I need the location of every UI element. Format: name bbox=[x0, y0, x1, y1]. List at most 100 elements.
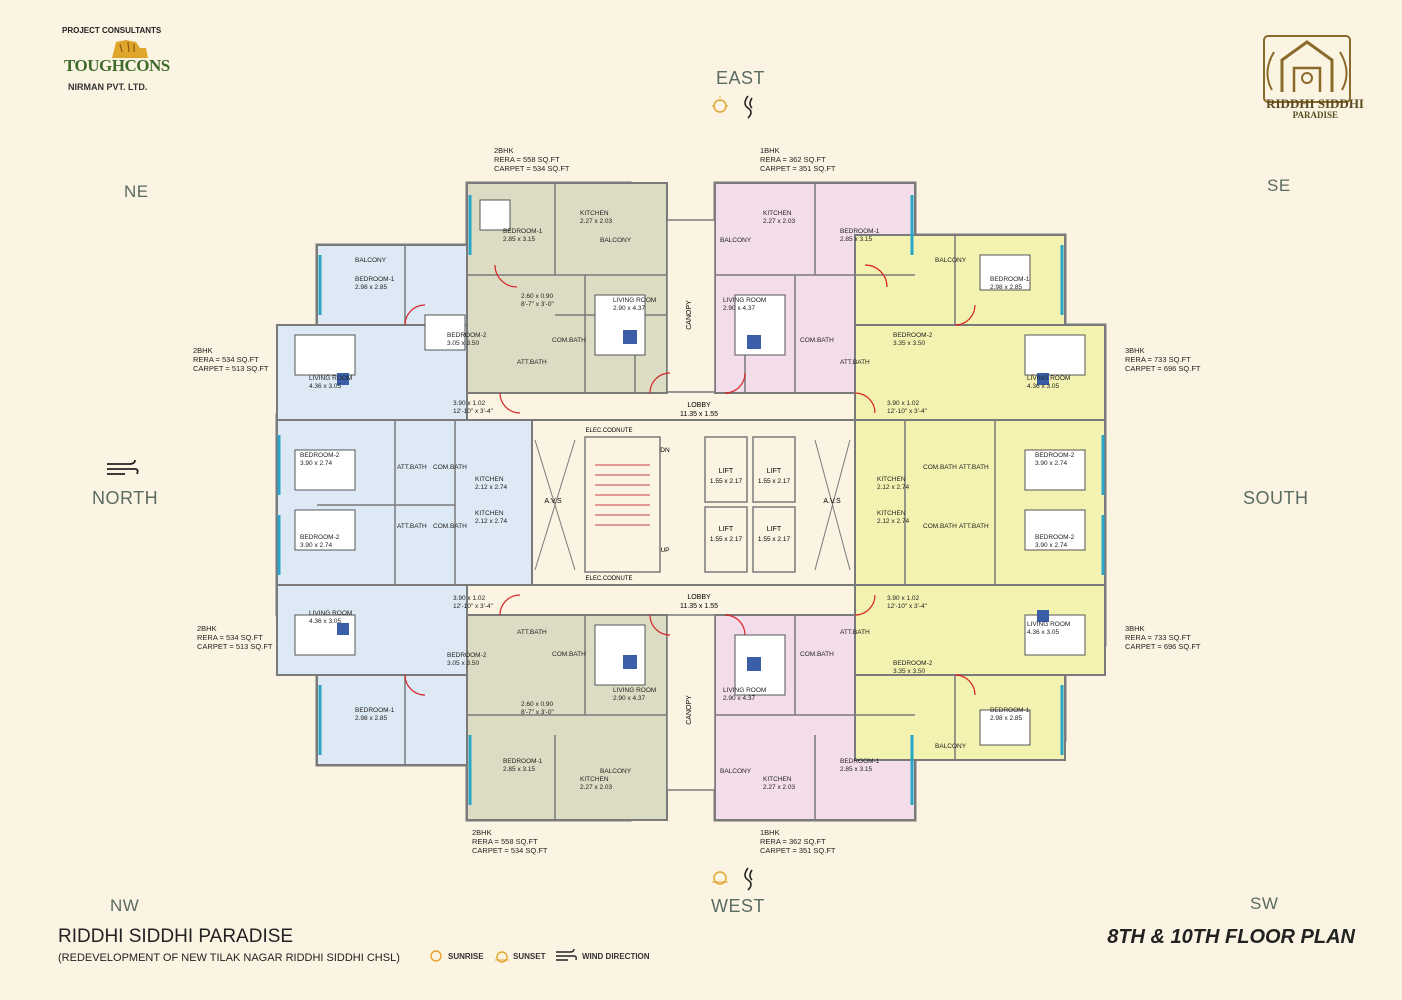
wind-direction-icon bbox=[107, 459, 139, 475]
sunset-icon bbox=[712, 867, 753, 891]
canopy-top-label: CANOPY bbox=[686, 300, 693, 330]
room-combath-bl: COM.BATH bbox=[552, 651, 586, 658]
brand-line2: PARADISE bbox=[1292, 110, 1338, 120]
room-combath-tr: COM.BATH bbox=[800, 337, 834, 344]
room-living-ru-dim: 4.36 x 3.05 bbox=[1027, 383, 1060, 390]
unit-type: 2BHK bbox=[472, 828, 492, 837]
unit-label-left-upper: 2BHK RERA = 534 SQ.FT CARPET = 513 SQ.FT bbox=[193, 346, 269, 373]
unit-carpet: CARPET = 696 SQ.FT bbox=[1125, 642, 1201, 651]
room-living-rl: LIVING ROOM bbox=[1027, 621, 1070, 628]
project-title: RIDDHI SIDDHI PARADISE bbox=[58, 926, 294, 947]
room-attbath-rm1: ATT.BATH bbox=[959, 464, 989, 471]
room-combath-lm1: COM.BATH bbox=[433, 464, 467, 471]
avs-left-label: A.V.S bbox=[544, 498, 562, 505]
sunrise-icon bbox=[712, 95, 753, 119]
unit-carpet: CARPET = 513 SQ.FT bbox=[197, 642, 273, 651]
room-kitchen-br-dim: 2.27 x 2.03 bbox=[763, 784, 796, 791]
lift-2-label: LIFT bbox=[767, 468, 782, 475]
stair-up-label: UP bbox=[660, 547, 669, 554]
room-bedroom2-lm1: BEDROOM-2 bbox=[300, 452, 340, 459]
room-living-tr-dim: 2.90 x 4.37 bbox=[723, 305, 756, 312]
room-combath-rm2: COM.BATH bbox=[923, 523, 957, 530]
consultant-heading: PROJECT CONSULTANTS bbox=[62, 26, 162, 35]
room-bedroom2-lm2: BEDROOM-2 bbox=[300, 534, 340, 541]
room-balcony-bl: BALCONY bbox=[600, 768, 632, 775]
unit-type: 1BHK bbox=[760, 146, 780, 155]
room-bedroom1-tl: BEDROOM-1 bbox=[503, 228, 543, 235]
plan-title: 8TH & 10TH FLOOR PLAN bbox=[1107, 926, 1355, 948]
unit-rera: RERA = 558 SQ.FT bbox=[494, 155, 560, 164]
room-kitchen-br: KITCHEN bbox=[763, 776, 792, 783]
room-bedroom1-ll-dim: 2.98 x 2.85 bbox=[355, 715, 388, 722]
room-attbath-lm1: ATT.BATH bbox=[397, 464, 427, 471]
room-balcony-lu: BALCONY bbox=[355, 257, 387, 264]
room-kitchen-tr: KITCHEN bbox=[763, 210, 792, 217]
room-living-br: LIVING ROOM bbox=[723, 687, 766, 694]
room-living-bl: LIVING ROOM bbox=[613, 687, 656, 694]
unit-carpet: CARPET = 351 SQ.FT bbox=[760, 846, 836, 855]
room-passage-bl: 2.60 x 0.90 bbox=[521, 701, 554, 708]
unit-rera: RERA = 534 SQ.FT bbox=[197, 633, 263, 642]
unit-carpet: CARPET = 696 SQ.FT bbox=[1125, 364, 1201, 373]
unit-carpet: CARPET = 513 SQ.FT bbox=[193, 364, 269, 373]
elec-bottom-label: ELEC.CODNUTE bbox=[585, 576, 632, 582]
direction-ne: NE bbox=[124, 182, 149, 201]
unit-label-bottom-right: 1BHK RERA = 362 SQ.FT CARPET = 351 SQ.FT bbox=[760, 828, 836, 855]
unit-type: 2BHK bbox=[197, 624, 217, 633]
room-bedroom1-rl: BEDROOM-1 bbox=[990, 707, 1030, 714]
project-subtitle: (REDEVELOPMENT OF NEW TILAK NAGAR RIDDHI… bbox=[58, 952, 400, 964]
lift-1-label: LIFT bbox=[719, 468, 734, 475]
room-passage-rl-ft: 12'-10" x 3'-4" bbox=[887, 603, 928, 610]
direction-east: EAST bbox=[716, 68, 766, 88]
room-bedroom1-lu: BEDROOM-1 bbox=[355, 276, 395, 283]
room-living-tr: LIVING ROOM bbox=[723, 297, 766, 304]
room-kitchen-lm1: KITCHEN bbox=[475, 476, 504, 483]
direction-west: WEST bbox=[711, 896, 765, 916]
room-attbath-tl: ATT.BATH bbox=[517, 359, 547, 366]
room-living-ru: LIVING ROOM bbox=[1027, 375, 1070, 382]
room-balcony-br: BALCONY bbox=[720, 768, 752, 775]
unit-rera: RERA = 733 SQ.FT bbox=[1125, 355, 1191, 364]
unit-type: 2BHK bbox=[193, 346, 213, 355]
lift-4-label: LIFT bbox=[767, 526, 782, 533]
canopy-bottom-label: CANOPY bbox=[686, 695, 693, 725]
room-bedroom2-lm2-dim: 3.90 x 2.74 bbox=[300, 542, 333, 549]
room-bedroom1-ru-dim: 2.98 x 2.85 bbox=[990, 284, 1023, 291]
room-bedroom1-tr: BEDROOM-1 bbox=[840, 228, 880, 235]
legend-wind: WIND DIRECTION bbox=[582, 952, 650, 961]
lift-3-dim: 1.55 x 2.17 bbox=[710, 536, 743, 543]
room-attbath-rm2: ATT.BATH bbox=[959, 523, 989, 530]
consultant-logo: TOUGHCONS bbox=[64, 56, 170, 75]
room-bedroom2-rl-dim: 3.35 x 3.50 bbox=[893, 668, 926, 675]
room-kitchen-lm2-dim: 2.12 x 2.74 bbox=[475, 518, 508, 525]
unit-type: 3BHK bbox=[1125, 346, 1145, 355]
unit-carpet: CARPET = 351 SQ.FT bbox=[760, 164, 836, 173]
room-bedroom2-ru: BEDROOM-2 bbox=[893, 332, 933, 339]
unit-type: 3BHK bbox=[1125, 624, 1145, 633]
room-living-tl-dim: 2.90 x 4.37 bbox=[613, 305, 646, 312]
room-living-lu: LIVING ROOM bbox=[309, 375, 352, 382]
legend-sunrise-icon bbox=[430, 950, 442, 962]
room-living-lu-dim: 4.36 x 3.05 bbox=[309, 383, 342, 390]
unit-label-left-lower: 2BHK RERA = 534 SQ.FT CARPET = 513 SQ.FT bbox=[197, 624, 273, 651]
room-bedroom1-ru: BEDROOM-1 bbox=[990, 276, 1030, 283]
room-attbath-lm2: ATT.BATH bbox=[397, 523, 427, 530]
room-passage-rl: 3.90 x 1.02 bbox=[887, 595, 920, 602]
room-living-br-dim: 2.90 x 4.37 bbox=[723, 695, 756, 702]
direction-nw: NW bbox=[110, 896, 140, 915]
consultant-sub: NIRMAN PVT. LTD. bbox=[68, 82, 148, 92]
room-bedroom1-bl-dim: 2.85 x 3.15 bbox=[503, 766, 536, 773]
unit-carpet: CARPET = 534 SQ.FT bbox=[472, 846, 548, 855]
lift-1-dim: 1.55 x 2.17 bbox=[710, 478, 743, 485]
brand-line1: RIDDHI SIDDHI bbox=[1266, 96, 1364, 111]
room-kitchen-rm1: KITCHEN bbox=[877, 476, 906, 483]
room-bedroom2-bl-dim: 3.05 x 3.50 bbox=[447, 660, 480, 667]
room-bedroom1-tl-dim: 2.85 x 3.15 bbox=[503, 236, 536, 243]
room-combath-rm1: COM.BATH bbox=[923, 464, 957, 471]
room-bedroom2-rm2: BEDROOM-2 bbox=[1035, 534, 1075, 541]
room-passage-lu-ft: 12'-10" x 3'-4" bbox=[453, 408, 494, 415]
room-kitchen-lm1-dim: 2.12 x 2.74 bbox=[475, 484, 508, 491]
room-combath-tl: COM.BATH bbox=[552, 337, 586, 344]
room-living-bl-dim: 2.90 x 4.37 bbox=[613, 695, 646, 702]
fist-logo-icon bbox=[112, 40, 148, 58]
